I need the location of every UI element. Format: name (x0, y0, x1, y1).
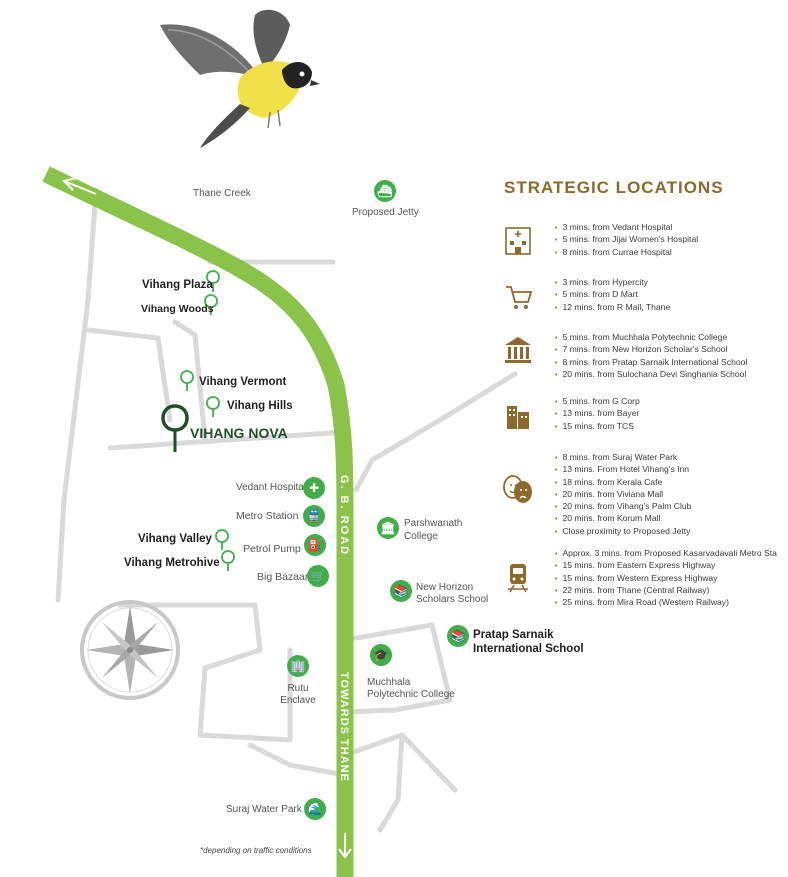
map-pin-icon (180, 370, 194, 391)
book-icon: 📚 (447, 625, 469, 647)
label-muchhala-2: Polytechnic College (367, 689, 455, 700)
train-icon (508, 564, 528, 593)
label-new-horizon-1: New Horizon (416, 582, 474, 593)
list-item: 20 mins. from Sulochana Devi Singhania S… (555, 369, 747, 381)
arrow-thane-icon (338, 833, 352, 859)
map-pin-icon (221, 550, 235, 571)
minor-road (107, 429, 348, 451)
minor-roads (55, 187, 518, 833)
building-icon: 🏢 (287, 655, 309, 677)
label-rutu-2: Enclave (280, 695, 316, 706)
water-park-icon: 🌊 (304, 798, 326, 820)
label-vihang-metrohive: Vihang Metrohive (124, 557, 220, 569)
map-pin-icon (215, 529, 229, 550)
hospital-icon (505, 227, 531, 255)
minor-road (117, 602, 263, 653)
minor-road (197, 647, 293, 743)
list-item: 5 mins. from Muchhala Polytechnic Colleg… (555, 332, 747, 344)
list-item: 12 mins. from R Mall, Thane (555, 302, 670, 314)
theatre-masks-icon (503, 475, 532, 503)
list-item: Approx. 3 mins. from Proposed Kasarvadav… (555, 548, 776, 560)
label-metro-station: Metro Station (236, 510, 299, 522)
gb-road (42, 166, 354, 877)
label-petrol-pump: Petrol Pump (243, 543, 301, 555)
panel-title: STRATEGIC LOCATIONS (504, 178, 724, 197)
minor-road (342, 732, 405, 833)
road-label-thane: TOWARDS THANE (338, 672, 350, 782)
minor-road (85, 327, 173, 423)
cart-icon (506, 286, 533, 309)
list-item: 5 mins. from G Corp (555, 396, 639, 408)
list-item: 8 mins. from Pratap Sarnaik Internationa… (555, 357, 747, 369)
list-item: 15 mins. from Eastern Express Highway (555, 560, 777, 572)
hospital-icon: ✚ (303, 477, 325, 499)
minor-road (342, 622, 453, 715)
list-item: 15 mins. from Western Express Highway (555, 573, 777, 585)
train-icon: 🚆 (303, 505, 325, 527)
list-item: 13 mins. From Hotel Vihang's Inn (555, 464, 691, 476)
map-pin-icon (206, 270, 220, 292)
label-proposed-jetty: Proposed Jetty (352, 207, 419, 218)
arrow-borivali-line (63, 180, 97, 195)
label-parshwanath-1: Parshwanath (404, 518, 463, 529)
minor-road (55, 187, 99, 603)
list-item: 20 mins. from Viviana Mall (555, 489, 691, 501)
label-vihang-hills: Vihang Hills (227, 400, 293, 412)
list-item: 8 mins. from Suraj Water Park (555, 452, 691, 464)
label-big-bazaar: Big Bazaar (257, 571, 309, 583)
list-item: 15 mins. from TCS (555, 421, 640, 433)
list-item: 3 mins. from Hypercity (555, 277, 670, 289)
label-pratap-sarnaik-1: Pratap Sarnaik (473, 629, 554, 641)
minor-road (399, 732, 458, 793)
college-icon: 🏛 (377, 517, 399, 539)
map-pin-icon (206, 396, 220, 417)
footnote: *depending on traffic conditions (200, 846, 312, 855)
project-pins (180, 270, 235, 571)
label-pratap-sarnaik-2: International School (473, 643, 584, 655)
label-vihang-plaza: Vihang Plaza (142, 279, 213, 291)
book-icon: 📚 (390, 580, 412, 602)
list-item: Close proximity to Proposed Jetty (555, 526, 691, 538)
office-building-icon (507, 406, 529, 429)
label-suraj-water-park: Suraj Water Park (226, 804, 302, 815)
minor-road (247, 742, 348, 778)
list-item: 18 mins. from Kerala Cafe (555, 477, 691, 489)
nova-pin-icon (161, 404, 189, 452)
label-parshwanath-2: College (404, 531, 438, 542)
minor-road (172, 319, 208, 443)
label-vihang-woods: Vihang Woods (141, 303, 214, 315)
label-vihang-valley: Vihang Valley (138, 533, 212, 545)
list-item: 13 mins. from Bayer (555, 408, 640, 420)
compass-rose-icon (80, 600, 180, 700)
list-item: 3 mins. from Vedant Hospital (555, 222, 698, 234)
label-thane-creek: Thane Creek (193, 188, 251, 199)
graduation-cap-icon: 🎓 (370, 644, 392, 666)
label-muchhala-1: Muchhala (367, 677, 411, 688)
list-item: 5 mins. from D Mart (555, 289, 670, 301)
minor-road (353, 371, 518, 493)
list-item: 20 mins. from Korum Mall (555, 513, 691, 525)
fuel-icon: ⛽ (304, 534, 326, 556)
bird-illustration (160, 9, 320, 148)
list-item: 25 mins. from Mira Road (Western Railway… (555, 597, 777, 609)
label-new-horizon-2: Scholars School (416, 594, 489, 605)
label-rutu-1: Rutu (287, 683, 309, 694)
road-label-gb-2: G. B. ROAD (338, 475, 350, 556)
map-pin-icon (204, 294, 218, 315)
ship-icon: ⛴ (374, 180, 396, 202)
list-item: 7 mins. from New Horizon Scholar's Schoo… (555, 344, 747, 356)
label-vedant-hospital: Vedant Hospital (236, 482, 307, 493)
institution-icon (505, 337, 531, 363)
cart-icon: 🛒 (307, 565, 329, 587)
list-item: 20 mins. from Vihang's Palm Club (555, 501, 691, 513)
list-item: 22 mins. from Thane (Central Railway) (555, 585, 777, 597)
list-item: 5 mins. from Jijai Women's Hospital (555, 234, 698, 246)
label-vihang-vermont: Vihang Vermont (199, 376, 287, 388)
list-item: 8 mins. from Currae Hospital (555, 247, 698, 259)
label-vihang-nova: VIHANG NOVA (190, 425, 288, 441)
